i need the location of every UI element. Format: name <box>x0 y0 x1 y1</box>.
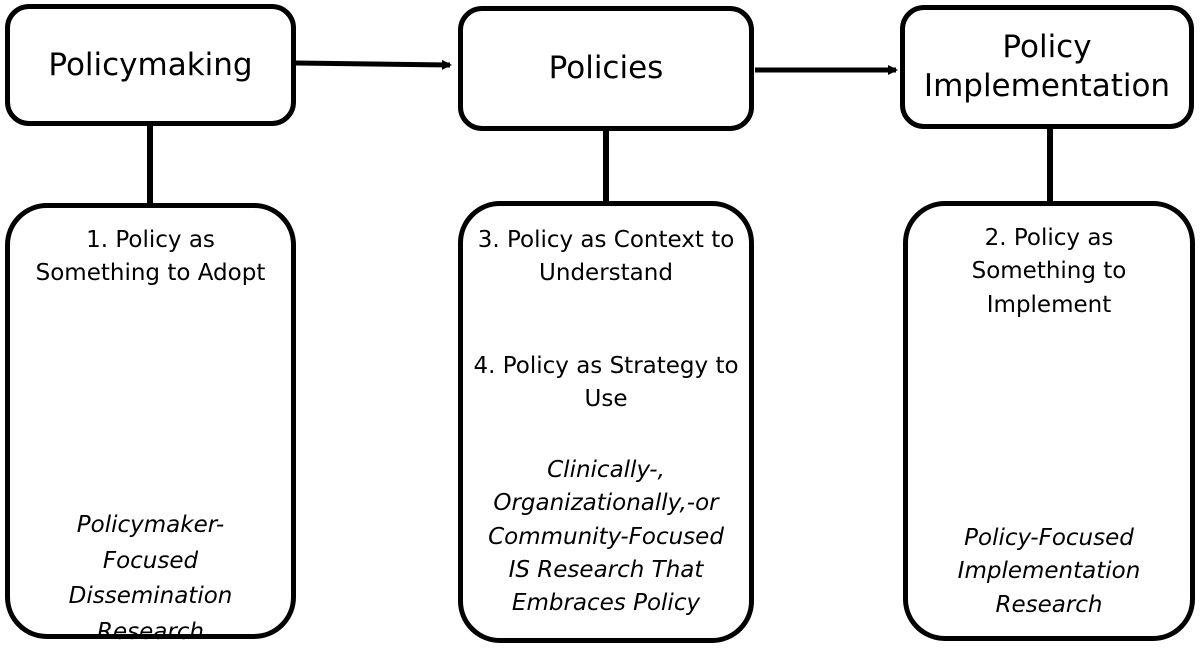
policymaker-column: 1. Policy as Something to Adopt Policyma… <box>5 203 296 645</box>
policy-item-2: 2. Policy as Something to Implement <box>971 225 1127 318</box>
policies-label: Policies <box>548 50 664 87</box>
policymaking-box: Policymaking <box>5 4 296 126</box>
policies-column: 3. Policy as Context to Understand 4. Po… <box>458 201 754 643</box>
policy-implementation-box: Policy Implementation <box>900 5 1194 129</box>
policy-item-3: 3. Policy as Context to Understand <box>477 227 735 287</box>
policy-item-4: 4. Policy as Strategy to Use <box>473 353 739 413</box>
research-type-middle: Clinically-, Organizationally,-or Commun… <box>488 457 724 617</box>
policies-box: Policies <box>458 6 754 131</box>
policy-item-1: 1. Policy as Something to Adopt <box>35 227 266 287</box>
arrow-policymaking-to-policies <box>295 59 452 70</box>
research-type-right: Policy-Focused Implementation Research <box>957 525 1141 618</box>
policy-implementation-label: Policy Implementation <box>923 29 1171 104</box>
research-type-left: Policymaker-Focused Dissemination Resear… <box>68 512 233 645</box>
policymaking-label: Policymaking <box>48 46 253 83</box>
implementation-column: 2. Policy as Something to Implement Poli… <box>903 201 1195 641</box>
